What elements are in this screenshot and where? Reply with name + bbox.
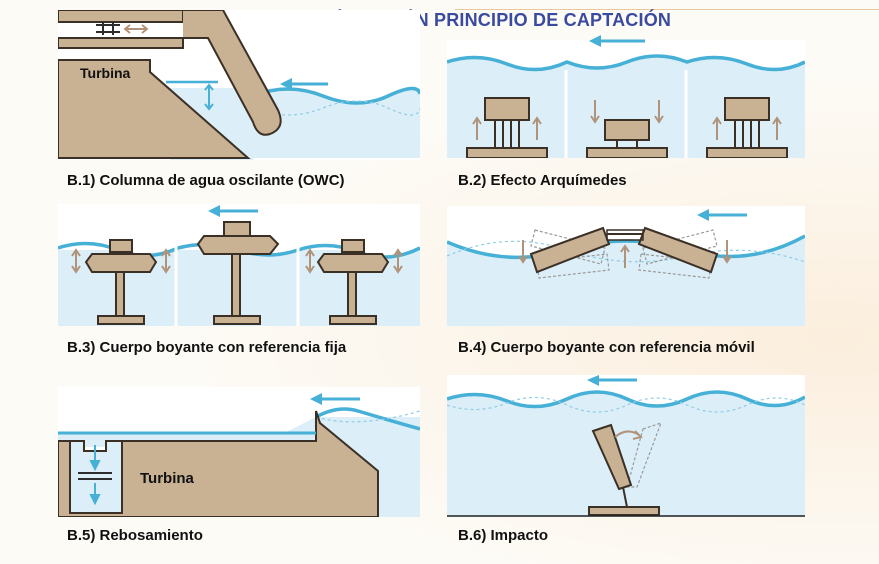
- caption-b1: B.1) Columna de agua oscilante (OWC): [67, 172, 345, 189]
- wave-direction-arrow-icon: [280, 78, 328, 90]
- cliff-structure: [58, 59, 251, 159]
- wave-line: [252, 86, 420, 105]
- ghost-position: [626, 422, 663, 488]
- panel-b5-overtopping: Turbina: [58, 387, 420, 517]
- fixed-buoy-unit-2: [196, 221, 280, 325]
- moving-buoy-diagram: [447, 206, 805, 326]
- turbine-label: Turbina: [140, 470, 195, 487]
- wave-line: [447, 54, 805, 72]
- panel-b4-moving-buoy: [447, 206, 805, 326]
- flow-arrow-icon: [89, 445, 101, 506]
- turbine-label: Turbina: [80, 65, 131, 81]
- panel-b3-fixed-buoy: [58, 204, 420, 326]
- impact-flap: [588, 423, 660, 516]
- caption-b2: B.2) Efecto Arquímedes: [458, 172, 627, 189]
- oscillation-arrow-icon: [204, 83, 214, 111]
- caption-b5: B.5) Rebosamiento: [67, 527, 203, 544]
- header-rule: [455, 9, 879, 10]
- caption-b6: B.6) Impacto: [458, 527, 549, 544]
- wave-direction-arrow-icon: [208, 205, 258, 217]
- chamber-wall: [183, 10, 282, 136]
- wave-line: [447, 390, 805, 409]
- panel-b6-impact: [447, 375, 805, 517]
- panel-b2-archimedes: [447, 35, 805, 158]
- archimedes-unit-lowered: [586, 100, 668, 158]
- overtopping-diagram: Turbina: [58, 387, 420, 517]
- up-arrow-icon: [712, 116, 782, 140]
- caption-b3: B.3) Cuerpo boyante con referencia fija: [67, 339, 347, 356]
- wave-direction-arrow-icon: [589, 35, 645, 47]
- fixed-buoy-unit-3: [316, 239, 390, 325]
- owc-diagram: Turbina: [58, 10, 420, 160]
- turbine-icon: [78, 472, 112, 480]
- archimedes-unit-raised-2: [706, 97, 788, 158]
- oscillation-arrow-icon: [71, 248, 403, 274]
- up-arrow-icon: [472, 116, 542, 140]
- turbine-icon: [96, 22, 120, 35]
- wave-direction-arrow-icon: [310, 393, 360, 405]
- wave-line: [447, 234, 805, 260]
- down-arrow-icon: [590, 100, 664, 124]
- wave-line: [315, 407, 420, 431]
- caption-b4: B.4) Cuerpo boyante con referencia móvil: [458, 339, 755, 356]
- archimedes-unit-raised: [466, 97, 548, 158]
- fixed-buoy-diagram: [58, 204, 420, 326]
- archimedes-diagram: [447, 40, 805, 158]
- oscillation-arrow-icon: [518, 240, 732, 268]
- hinged-body-right: [637, 226, 719, 274]
- fixed-buoy-unit: [84, 239, 158, 325]
- air-flow-arrow-icon: [123, 24, 149, 34]
- wave-direction-arrow-icon: [587, 375, 637, 386]
- impact-diagram: [447, 375, 805, 517]
- panel-b1-owc: Turbina: [58, 10, 420, 160]
- hinged-body-left: [529, 226, 611, 274]
- wave-direction-arrow-icon: [697, 209, 747, 221]
